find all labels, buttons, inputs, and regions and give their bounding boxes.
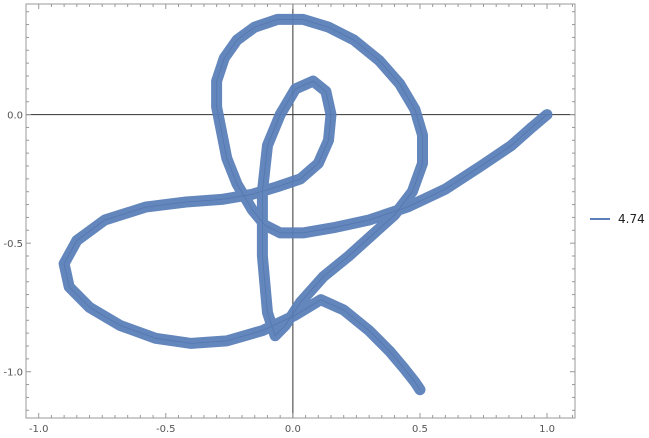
x-tick-label: -1.0 <box>29 424 49 435</box>
legend: 4.74 <box>590 209 645 229</box>
plot-frame <box>25 3 576 419</box>
axes-layer <box>26 4 575 418</box>
x-tick-label: -0.5 <box>156 424 176 435</box>
x-tick-label: 1.0 <box>539 424 555 435</box>
y-tick-label: -0.5 <box>3 239 23 250</box>
series-layer <box>58 13 553 396</box>
y-tick-label: -1.0 <box>3 368 23 379</box>
plot-area: -1.0 -0.5 0.0 0.5 1.0 -1.0 -0.5 0.0 <box>3 3 576 435</box>
series-line <box>63 19 548 390</box>
x-tick-label: 0.0 <box>285 424 301 435</box>
series-band <box>58 13 553 396</box>
legend-label: 4.74 <box>618 212 645 226</box>
x-tick-label: 0.5 <box>412 424 428 435</box>
y-tick-label: 0.0 <box>7 111 23 122</box>
ticks-layer: -1.0 -0.5 0.0 0.5 1.0 -1.0 -0.5 0.0 <box>3 4 575 435</box>
legend-line-swatch-icon <box>590 218 610 220</box>
